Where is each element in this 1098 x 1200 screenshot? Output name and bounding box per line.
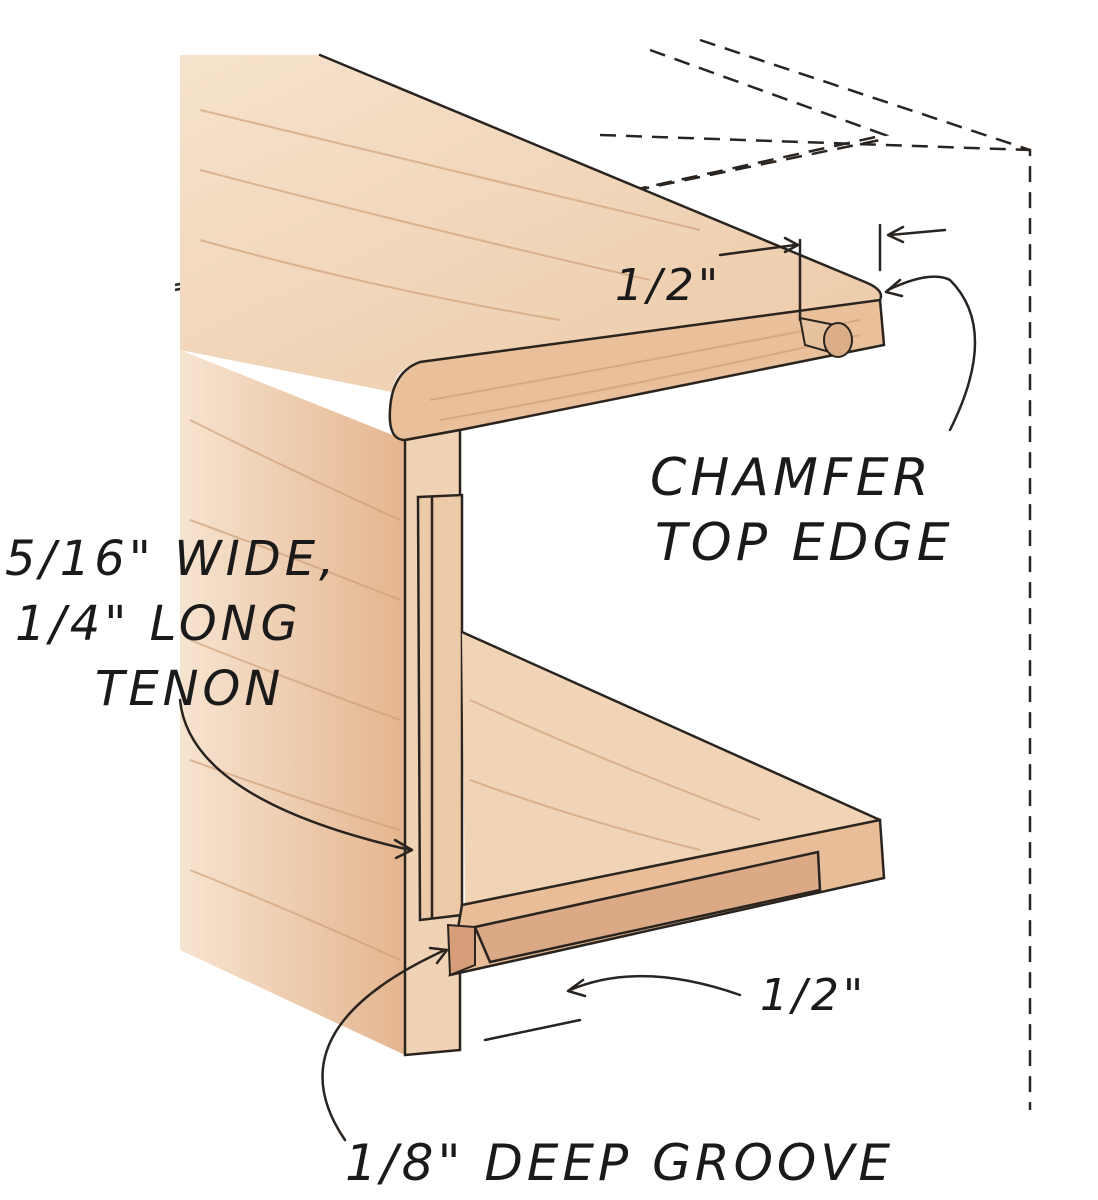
- tenon-label-line3: TENON: [95, 661, 284, 717]
- groove: [473, 850, 822, 964]
- tenon-label-line1: 5/16" WIDE,: [5, 531, 338, 587]
- tenon: [416, 493, 464, 922]
- groove-label: 1/8" DEEP GROOVE: [345, 1134, 894, 1192]
- tenon-label-line2: 1/4" LONG: [15, 596, 302, 652]
- bottom-offset-label: 1/2": [760, 970, 867, 1021]
- side-panel-grain: [189, 419, 401, 961]
- side-panel-face: [180, 350, 405, 1055]
- bottom-shelf-surface: [462, 632, 880, 905]
- dowel: [798, 316, 853, 358]
- chamfer-label-line2: TOP EDGE: [655, 513, 954, 573]
- top-shelf-grain: [199, 109, 701, 321]
- leader-lines: [178, 223, 977, 1142]
- top-shelf-surface: [180, 55, 881, 392]
- top-offset-label: 1/2": [615, 260, 722, 311]
- groove-notch: [446, 923, 476, 977]
- top-shelf-edge: [318, 53, 883, 302]
- chamfer-label-line1: CHAMFER: [650, 448, 933, 508]
